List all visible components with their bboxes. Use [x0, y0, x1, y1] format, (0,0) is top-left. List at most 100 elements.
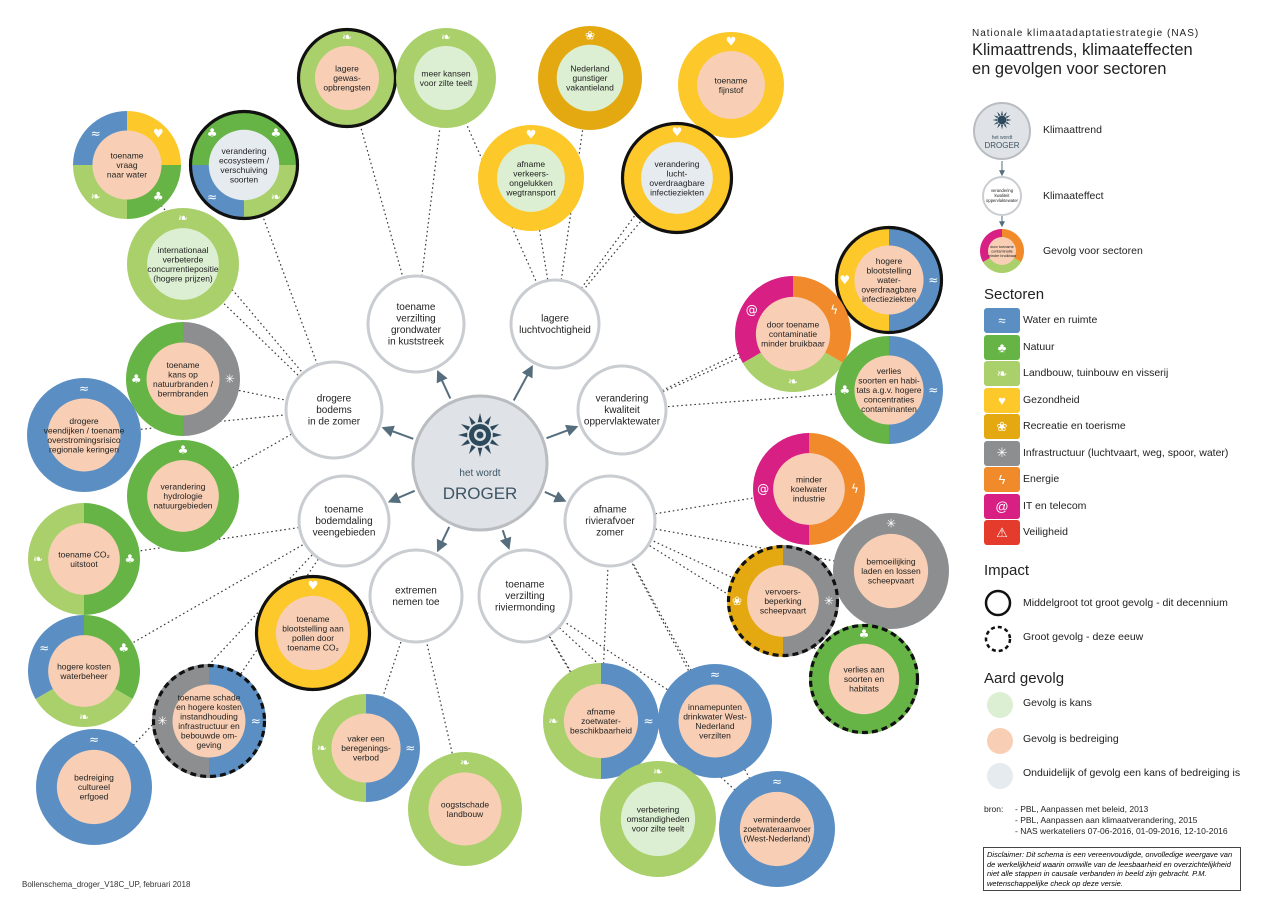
- consequence-core: [315, 46, 379, 110]
- source-2: - PBL, Aanpassen aan klimaatverandering,…: [1015, 815, 1198, 825]
- consequence-core: [828, 643, 900, 715]
- trend-arrow: [512, 365, 533, 401]
- legend-title-1: Klimaattrends, klimaateffecten: [972, 41, 1193, 59]
- link-line: [415, 77, 447, 325]
- water-icon: ≈: [39, 641, 49, 655]
- consequence-core: [739, 791, 815, 867]
- legend-effect-text: kwaliteit: [995, 193, 1011, 198]
- recreation-icon: ❀: [984, 414, 1020, 439]
- legend-trend-small: het wordt: [992, 135, 1013, 141]
- trend-circle: [411, 394, 549, 532]
- consequence-core: [556, 44, 624, 112]
- aard-heading: Aard gevolg: [984, 670, 1065, 687]
- legend-consequence-text: door toename: [990, 245, 1013, 249]
- aard-bedreiging-circle: [987, 728, 1013, 754]
- lightning-icon: ϟ: [984, 467, 1020, 492]
- impact-solid-label: Middelgroot tot groot gevolg - dit decen…: [1023, 597, 1228, 609]
- aard-key-circles: [987, 692, 1013, 789]
- tree-icon: ♣: [859, 627, 870, 641]
- water-icon: ≈: [984, 308, 1020, 333]
- plant-icon: ❧: [441, 30, 451, 44]
- water-icon: ≈: [89, 732, 99, 746]
- legend-consequence-text: minder bruikbaar: [988, 254, 1017, 258]
- sector-label: Gezondheid: [1023, 393, 1080, 406]
- plant-icon: ❧: [317, 741, 327, 755]
- consequence-core: [620, 781, 696, 857]
- trend-label-small: het wordt: [459, 468, 500, 479]
- at-icon: @: [746, 303, 758, 317]
- trend-arrow: [546, 424, 579, 440]
- link-line: [609, 520, 778, 830]
- consequence-core: [414, 46, 478, 110]
- heart-icon: ♥: [308, 578, 319, 592]
- consequence-core: [146, 342, 220, 416]
- sources-label: bron:: [984, 804, 1004, 814]
- consequence-core: [641, 142, 713, 214]
- trend-label-big: DROGER: [443, 484, 518, 503]
- trend-arrow: [387, 489, 416, 504]
- water-icon: ≈: [772, 774, 782, 788]
- heart-icon: ♥: [526, 128, 537, 142]
- consequence-core: [854, 355, 924, 425]
- trend-arrows: [381, 365, 579, 553]
- legend-consequence-text: contaminatie: [991, 250, 1013, 254]
- consequence-core: [47, 398, 121, 472]
- sector-label: Infrastructuur (luchtvaart, weg, spoor, …: [1023, 446, 1229, 459]
- water-icon: ≈: [251, 714, 261, 728]
- infra-icon: ✳: [225, 372, 235, 386]
- legend-effect-text: oppervlaktewater: [986, 198, 1018, 203]
- legend-key-effect: Klimaateffect: [1043, 190, 1104, 202]
- legend-trend-circle: [973, 102, 1031, 160]
- source-1: - PBL, Aanpassen met beleid, 2013: [1015, 804, 1149, 814]
- tree-icon: ♣: [839, 383, 850, 397]
- impact-border-solid: [296, 27, 398, 129]
- plant-icon: ❧: [788, 375, 798, 389]
- aard-onduidelijk-circle: [987, 763, 1013, 789]
- consequence-core: [697, 51, 765, 119]
- impact-border-solid: [620, 121, 734, 235]
- recreation-icon: ❀: [732, 594, 742, 608]
- impact-border-dashed: [151, 663, 267, 779]
- link-line: [93, 520, 345, 788]
- legend-effect-circle: [982, 176, 1022, 216]
- link-line: [609, 520, 892, 572]
- infra-icon: ✳: [886, 516, 896, 530]
- infra-icon: ✳: [157, 714, 167, 728]
- tree-icon: ♣: [984, 334, 1020, 360]
- sun-icon: [458, 413, 502, 457]
- consequence-core: [147, 460, 219, 532]
- consequence-core: [428, 772, 502, 846]
- impact-border-dashed: [808, 623, 920, 735]
